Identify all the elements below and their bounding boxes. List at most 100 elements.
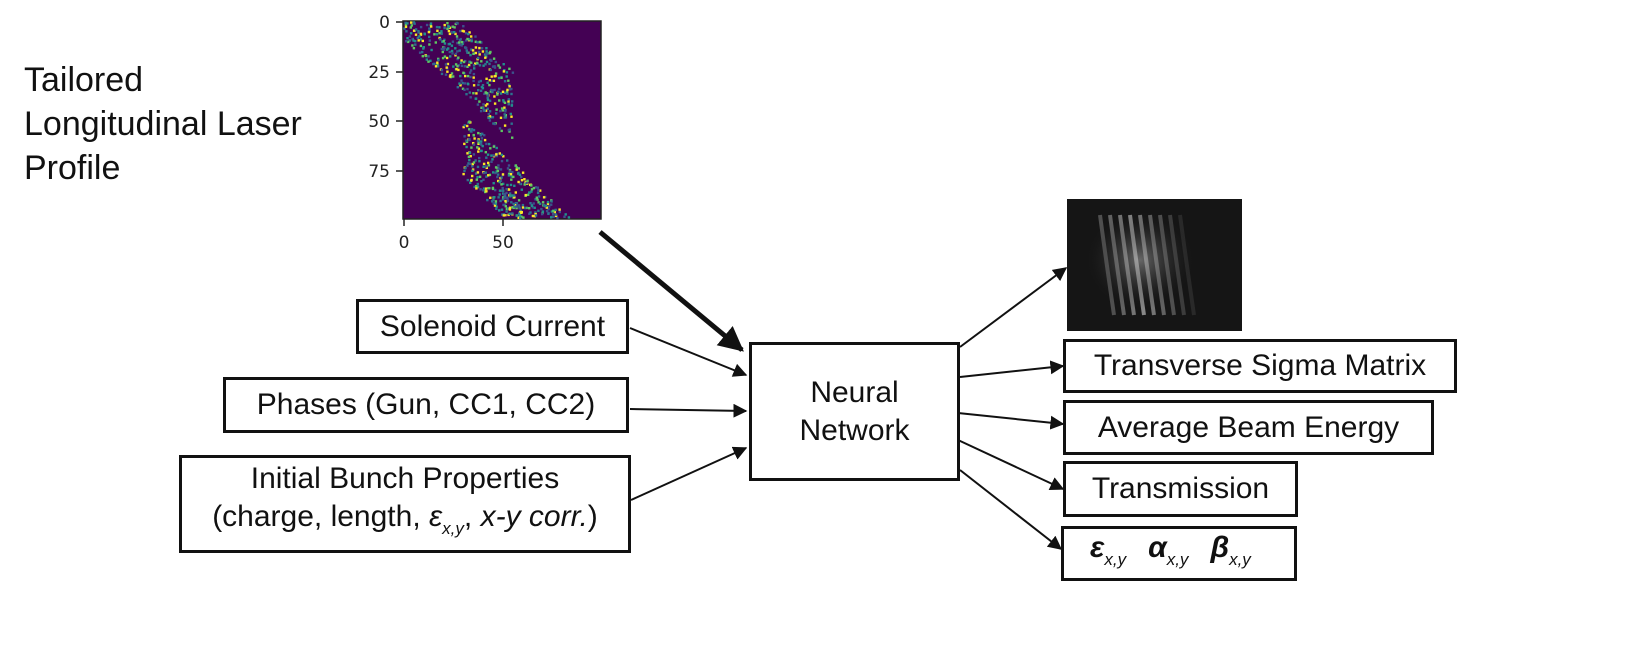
- heatmap-pixel: [467, 38, 470, 41]
- heatmap-pixel: [449, 55, 452, 58]
- heatmap-pixel: [521, 171, 525, 174]
- arrow-bunch-to-network: [630, 446, 748, 501]
- heatmap-pixel: [404, 25, 408, 28]
- heatmap-pixel: [469, 75, 472, 79]
- heatmap-pixel: [541, 210, 545, 213]
- heatmap-pixel: [498, 180, 501, 184]
- heatmap-pixel: [497, 179, 500, 183]
- heatmap-pixel: [405, 30, 408, 33]
- heatmap-pixel: [517, 216, 520, 219]
- heatmap-pixel: [404, 21, 407, 25]
- heatmap-pixel: [469, 53, 472, 57]
- heatmap-pixel: [440, 72, 444, 76]
- heatmap-pixel: [515, 206, 518, 210]
- heatmap-pixel: [478, 40, 482, 44]
- heatmap-pixel: [406, 37, 409, 40]
- heatmap-pixel: [500, 159, 504, 163]
- beta-xy: βx,y: [1210, 529, 1250, 579]
- arrow-network-to-transmission: [957, 439, 1065, 491]
- heatmap-pixel: [476, 165, 480, 169]
- heatmap-pixel: [500, 153, 504, 157]
- heatmap-pixel: [463, 124, 466, 127]
- heatmap-pixel: [552, 209, 555, 213]
- heatmap-pixel: [476, 41, 479, 44]
- heatmap-pixel: [469, 96, 472, 99]
- heatmap-pixel: [425, 58, 428, 61]
- heatmap-pixel: [463, 65, 466, 68]
- heatmap-pixel: [482, 189, 485, 192]
- average-beam-energy-box: Average Beam Energy: [1063, 400, 1434, 455]
- solenoid-current-box: Solenoid Current: [356, 299, 629, 354]
- heatmap-pixel: [482, 187, 486, 190]
- transverse-sigma-label: Transverse Sigma Matrix: [1093, 349, 1427, 382]
- heatmap-pixel: [512, 202, 515, 206]
- eps-symbol: ε: [1090, 530, 1105, 564]
- heatmap-pixel: [417, 30, 420, 33]
- heatmap-pixel: [496, 173, 500, 176]
- heatmap-pixel: [537, 195, 541, 198]
- heatmap-pixel: [404, 23, 408, 27]
- heatmap-pixel: [494, 72, 498, 75]
- heatmap-pixel: [478, 175, 482, 178]
- heatmap-pixel: [532, 186, 536, 190]
- heatmap-pixel: [478, 156, 481, 160]
- heatmap-pixel: [484, 187, 488, 190]
- heatmap-pixel: [434, 41, 437, 44]
- heatmap-pixel: [520, 188, 523, 191]
- heatmap-pixel: [509, 183, 513, 187]
- heatmap-pixel: [468, 31, 471, 34]
- heatmap-pixel: [489, 196, 492, 199]
- heatmap-pixel: [507, 164, 511, 167]
- heatmap-pixel: [444, 63, 448, 66]
- heatmap-pixel: [506, 188, 510, 191]
- heatmap-pixel: [524, 206, 527, 210]
- heatmap-pixel: [475, 185, 478, 188]
- heatmap-pixel: [482, 171, 486, 175]
- heatmap-pixel: [488, 51, 492, 55]
- heatmap-pixel: [550, 200, 553, 203]
- heatmap-pixel: [477, 150, 480, 153]
- heatmap-pixel: [502, 203, 505, 207]
- heatmap-pixel: [485, 156, 488, 159]
- heatmap-pixel: [447, 47, 450, 50]
- heatmap-pixel: [467, 63, 471, 67]
- heatmap-pixel: [501, 189, 504, 192]
- heatmap-pixel: [485, 142, 488, 146]
- heatmap-pixel: [505, 188, 508, 191]
- heatmap-pixel: [488, 142, 491, 146]
- arrow-network-to-sigma: [959, 360, 1065, 378]
- heatmap-pixel: [477, 50, 481, 54]
- heatmap-pixel: [515, 168, 518, 171]
- heatmap-pixel: [534, 198, 537, 201]
- heatmap-pixel: [508, 168, 512, 172]
- heatmap-pixel: [489, 90, 493, 93]
- heatmap-pixel: [498, 87, 501, 91]
- heatmap-pixel: [429, 22, 433, 25]
- heatmap-pixel: [491, 65, 495, 68]
- heatmap-pixel: [470, 39, 473, 43]
- heatmap-pixel: [525, 206, 528, 210]
- heatmap-pixel: [518, 182, 522, 185]
- heatmap-pixel: [508, 192, 512, 195]
- heatmap-pixel: [496, 93, 499, 96]
- heatmap-pixel: [418, 35, 421, 38]
- heatmap-pixel: [524, 193, 527, 197]
- heatmap-pixel: [530, 188, 534, 191]
- heatmap-pixel: [480, 180, 483, 183]
- heatmap-pixel: [474, 159, 477, 162]
- heatmap-pixel: [495, 108, 498, 111]
- heatmap-pixel: [518, 207, 521, 210]
- heatmap-pixel: [503, 196, 506, 200]
- heatmap-pixel: [457, 56, 460, 59]
- heatmap-pixel: [459, 84, 462, 87]
- heatmap-pixel: [511, 212, 514, 215]
- heatmap-pixel: [545, 209, 549, 213]
- heatmap-pixel: [508, 130, 511, 133]
- heatmap-pixel: [443, 26, 446, 30]
- heatmap-pixel: [494, 166, 498, 169]
- heatmap-pixel: [412, 21, 416, 24]
- heatmap-pixel: [478, 46, 481, 50]
- heatmap-pixel: [528, 212, 531, 215]
- heatmap-pixel: [479, 188, 482, 191]
